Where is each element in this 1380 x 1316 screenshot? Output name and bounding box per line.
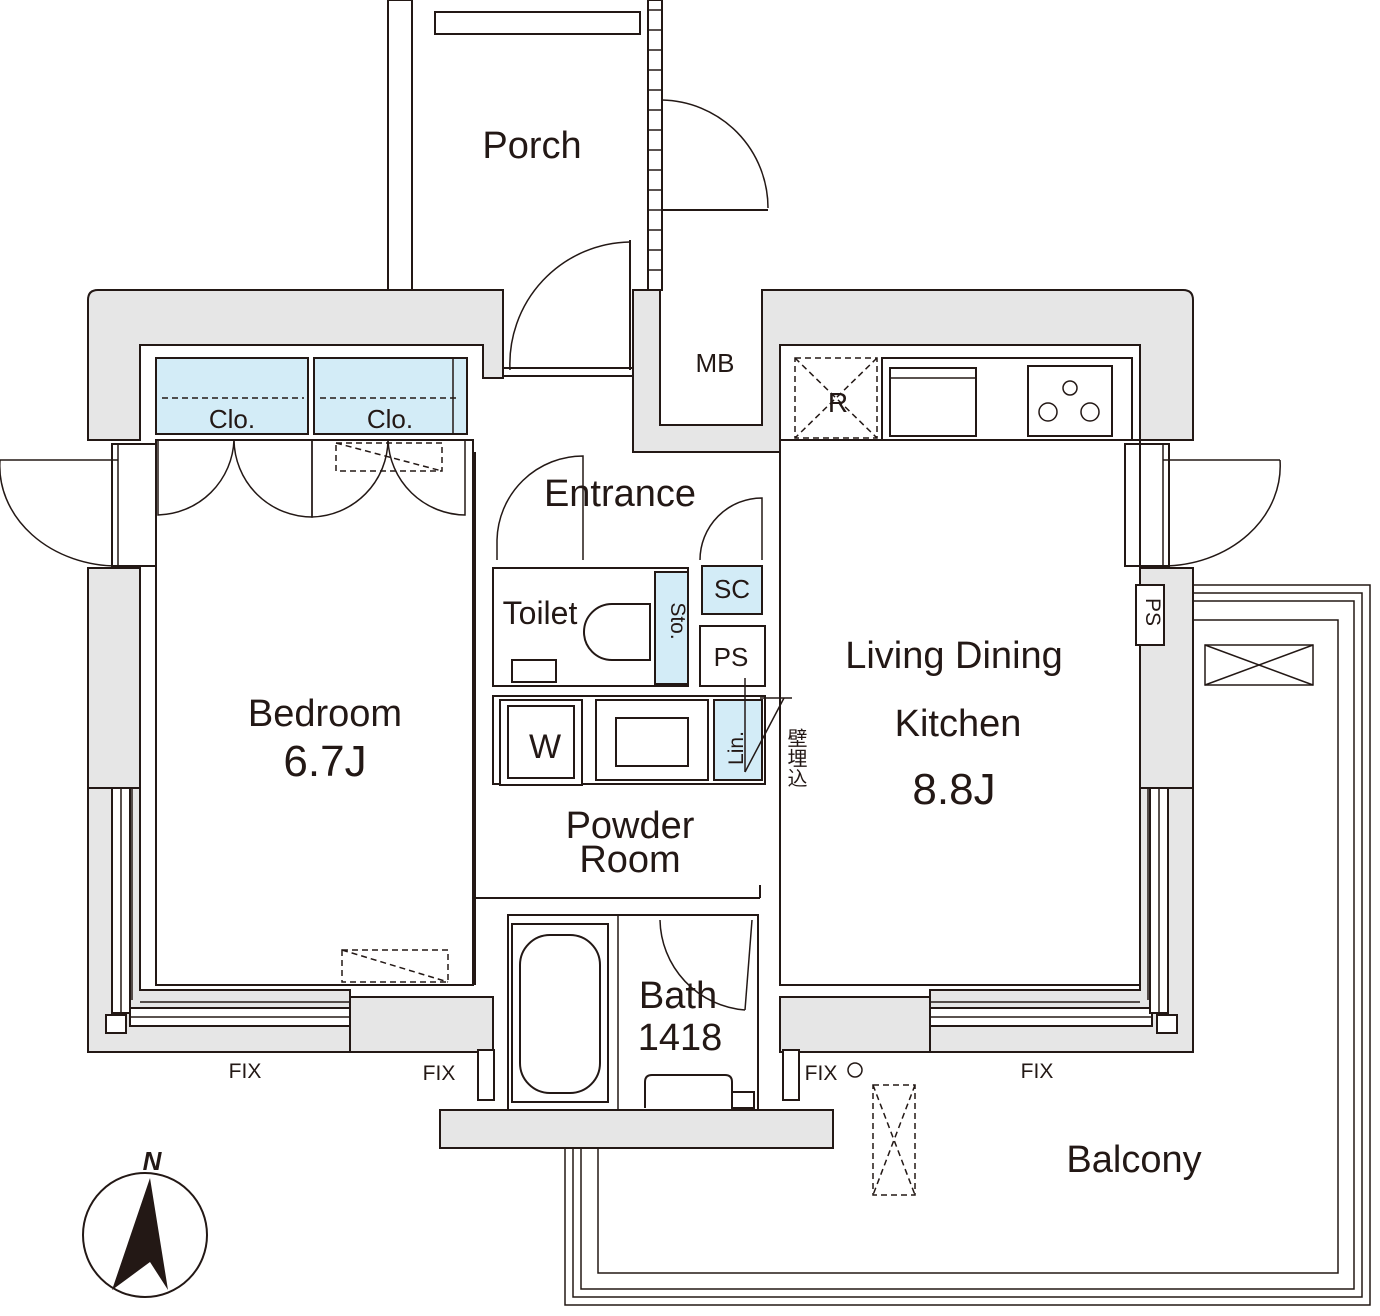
north-label: N	[143, 1146, 163, 1176]
ldk	[779, 357, 1165, 986]
fix-label-1: FIX	[229, 1060, 262, 1083]
pipe-space-right	[1135, 584, 1165, 646]
windows	[0, 443, 1281, 1101]
powder-room-label-1: Powder	[566, 805, 695, 847]
closet-left	[155, 357, 309, 435]
powder-room-label-2: Room	[579, 839, 680, 881]
bath-label: Bath	[639, 975, 717, 1017]
toilet-label: Toilet	[503, 595, 578, 631]
linen-storage	[713, 699, 763, 781]
labels: Porch MB R Clo. Clo. Entrance Toilet Sto…	[143, 125, 1202, 1181]
closet-right-label: Clo.	[367, 404, 413, 434]
refrigerator-label: R	[828, 387, 848, 418]
storage-label: Sto.	[666, 602, 689, 639]
bath-size: 1418	[638, 1017, 723, 1059]
bedroom-area: 6.7J	[283, 737, 366, 786]
powder-room	[475, 678, 792, 899]
balcony-label: Balcony	[1066, 1139, 1201, 1181]
fix-label-4: FIX	[1021, 1060, 1054, 1083]
washer-label: W	[529, 728, 561, 766]
pipe-space	[699, 625, 766, 687]
porch-label: Porch	[482, 125, 581, 167]
bedroom	[155, 357, 474, 986]
storage-box	[654, 571, 689, 685]
pipe-space-label: PS	[714, 642, 749, 672]
mb-label: MB	[696, 348, 735, 378]
toilet	[492, 565, 766, 687]
built-in-label: 壁埋込	[784, 728, 807, 788]
fix-label-2: FIX	[423, 1062, 456, 1085]
closet-right	[313, 357, 468, 435]
north-compass	[82, 1172, 208, 1298]
entrance-door	[502, 240, 634, 377]
bath	[507, 914, 759, 1111]
ldk-label-1: Living Dining	[845, 635, 1063, 677]
fix-label-3: FIX	[805, 1062, 838, 1085]
shoe-cabinet	[701, 565, 763, 615]
balcony	[564, 584, 1371, 1306]
bedroom-label: Bedroom	[248, 693, 402, 735]
ldk-area: 8.8J	[912, 765, 995, 814]
entrance-label: Entrance	[544, 473, 696, 515]
shoe-cabinet-label: SC	[714, 574, 750, 604]
linen-label: Lin.	[725, 731, 748, 765]
pipe-space-right-label: PS	[1141, 598, 1164, 626]
ldk-label-2: Kitchen	[895, 703, 1022, 745]
closet-left-label: Clo.	[209, 404, 255, 434]
